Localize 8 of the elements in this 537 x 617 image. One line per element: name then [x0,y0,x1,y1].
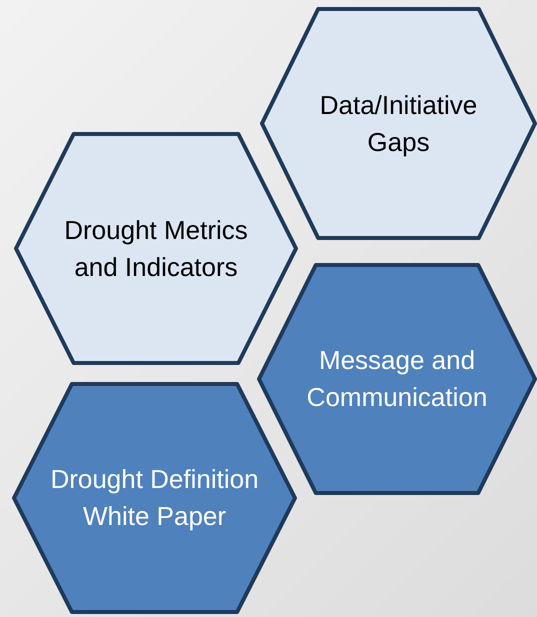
hexagon-tile [14,132,298,365]
tile-label: Drought Definition White Paper [49,463,260,533]
hexagon-tile [257,263,537,495]
hexagon-tile [12,382,297,614]
tile-label: Data/Initiative Gaps [318,88,478,158]
tile-label: Drought Metrics and Indicators [63,214,249,284]
tile-label: Message and Communication [306,344,488,414]
hexagon-tile [260,7,537,240]
